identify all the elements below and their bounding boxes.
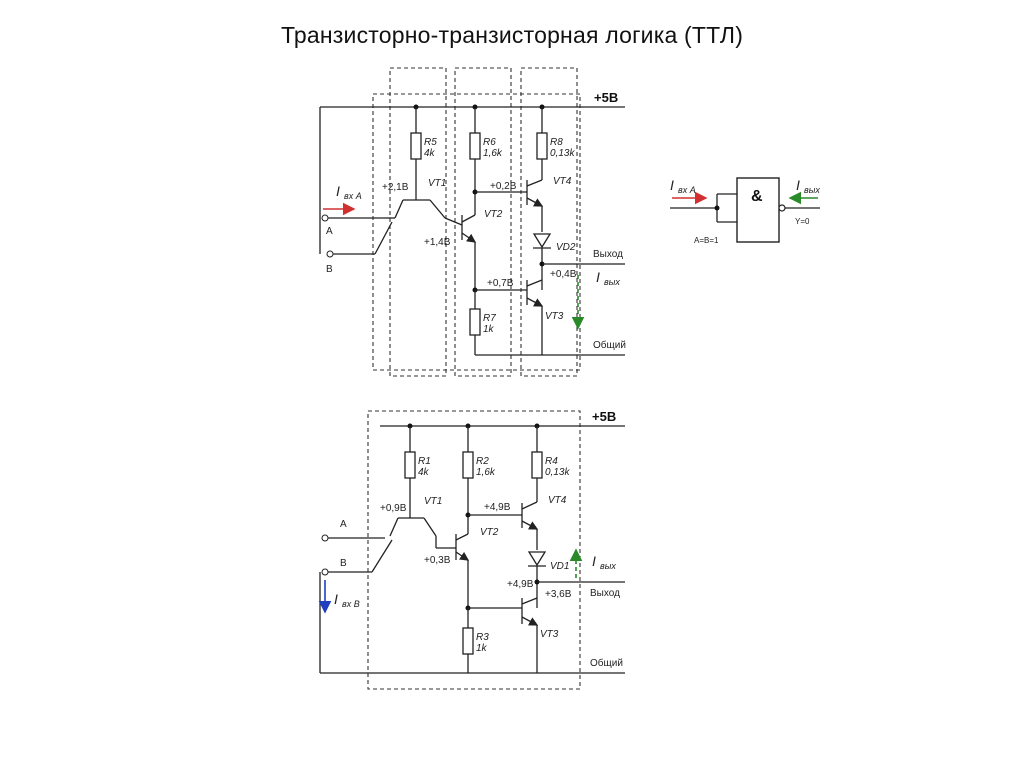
- top-stage3-box: [520, 67, 578, 377]
- gate-output-current-sub: вых: [804, 185, 820, 195]
- top-circuit: +5В Общий R5 4k VT1 +2,1В A B I вх А +1,…: [319, 67, 626, 377]
- bottom-outer-box: [367, 410, 581, 690]
- top-r7: [469, 308, 481, 336]
- bottom-output-label: Выход: [590, 588, 620, 599]
- bottom-circuit: +5В Общий R1 4k VT1 +0,9В A B I вх В +0,…: [318, 409, 625, 690]
- bottom-input-current-symbol: I: [334, 591, 338, 607]
- bottom-vt4-label: VT4: [548, 495, 567, 506]
- top-r5-value: 4k: [424, 148, 436, 159]
- gate-and-symbol: &: [751, 188, 763, 205]
- top-vt4-voltage: +0,2В: [490, 181, 517, 192]
- bottom-r1: [404, 451, 416, 479]
- bottom-common-label: Общий: [590, 657, 623, 669]
- top-vt1-voltage: +2,1В: [382, 182, 409, 193]
- top-input-a: A: [326, 226, 333, 237]
- top-r8-label: R8: [550, 137, 563, 148]
- bottom-r3-value: 1k: [476, 643, 488, 654]
- bottom-vd1-diode: [527, 551, 547, 567]
- top-vd2-label: VD2: [556, 242, 576, 253]
- bottom-input-current-sub: вх В: [342, 599, 360, 609]
- top-r6-value: 1,6k: [483, 148, 503, 159]
- bottom-r2: [462, 451, 474, 479]
- gate-output-condition: Y=0: [795, 217, 810, 226]
- top-common-label: Общий: [593, 339, 626, 351]
- bottom-r4-value: 0,13k: [545, 467, 570, 478]
- top-vt3-label: VT3: [545, 311, 564, 322]
- top-output-voltage: +0,4В: [550, 269, 577, 280]
- bottom-vt1-voltage: +0,9В: [380, 503, 407, 514]
- bottom-r1-value: 4k: [418, 467, 430, 478]
- top-output-current-sub: вых: [604, 277, 620, 287]
- bottom-vt1-label: VT1: [424, 496, 442, 507]
- top-input-b: B: [326, 264, 333, 275]
- bottom-output-current-symbol: I: [592, 553, 596, 569]
- top-r7-label: R7: [483, 313, 496, 324]
- top-vt2-voltage: +1,4В: [424, 237, 451, 248]
- top-r5-label: R5: [424, 137, 437, 148]
- bottom-r3-label: R3: [476, 632, 489, 643]
- gate-body: [736, 177, 780, 243]
- top-input-current-sub: вх А: [344, 191, 362, 201]
- bottom-r4-label: R4: [545, 456, 558, 467]
- gate-input-current-sub: вх А: [678, 185, 696, 195]
- bottom-vd1-label: VD1: [550, 561, 569, 572]
- top-supply-label: +5В: [594, 90, 618, 105]
- bottom-input-b: B: [340, 558, 347, 569]
- bottom-r2-label: R2: [476, 456, 489, 467]
- bottom-vt3-label: VT3: [540, 629, 559, 640]
- bottom-output-voltage: +3,6В: [545, 589, 572, 600]
- top-output-label: Выход: [593, 249, 623, 260]
- top-input-current-symbol: I: [336, 183, 340, 199]
- top-output-current-symbol: I: [596, 269, 600, 285]
- top-vt3-voltage: +0,7В: [487, 278, 514, 289]
- and-gate-symbol: & I вх А I вых A=B=1 Y=0: [670, 177, 820, 245]
- top-r8: [536, 132, 548, 160]
- bottom-vt4-voltage: +4,9В: [484, 502, 511, 513]
- page-title: Транзисторно-транзисторная логика (ТТЛ): [280, 22, 744, 48]
- top-r7-value: 1k: [483, 324, 495, 335]
- top-stage1-box: [389, 67, 447, 377]
- top-vt1-label: VT1: [428, 178, 446, 189]
- gate-input-current-symbol: I: [670, 177, 674, 193]
- top-r8-value: 0,13k: [550, 148, 575, 159]
- top-vt2-label: VT2: [484, 209, 503, 220]
- top-outer-box: [372, 93, 581, 371]
- top-r6: [469, 132, 481, 160]
- top-r5: [410, 132, 422, 160]
- bottom-vt2-label: VT2: [480, 527, 499, 538]
- bottom-r3: [462, 627, 474, 655]
- gate-input-condition: A=B=1: [694, 236, 719, 245]
- bottom-r2-value: 1,6k: [476, 467, 496, 478]
- top-vd2-diode: [532, 233, 552, 249]
- bottom-supply-label: +5В: [592, 409, 616, 424]
- top-vt4-label: VT4: [553, 176, 572, 187]
- bottom-input-a: A: [340, 519, 347, 530]
- bottom-r4: [531, 451, 543, 479]
- gate-output-current-symbol: I: [796, 177, 800, 193]
- top-r6-label: R6: [483, 137, 496, 148]
- bottom-mid-voltage: +4,9В: [507, 579, 534, 590]
- bottom-vt2-voltage: +0,3В: [424, 555, 451, 566]
- bottom-output-current-sub: вых: [600, 561, 616, 571]
- bottom-r1-label: R1: [418, 456, 431, 467]
